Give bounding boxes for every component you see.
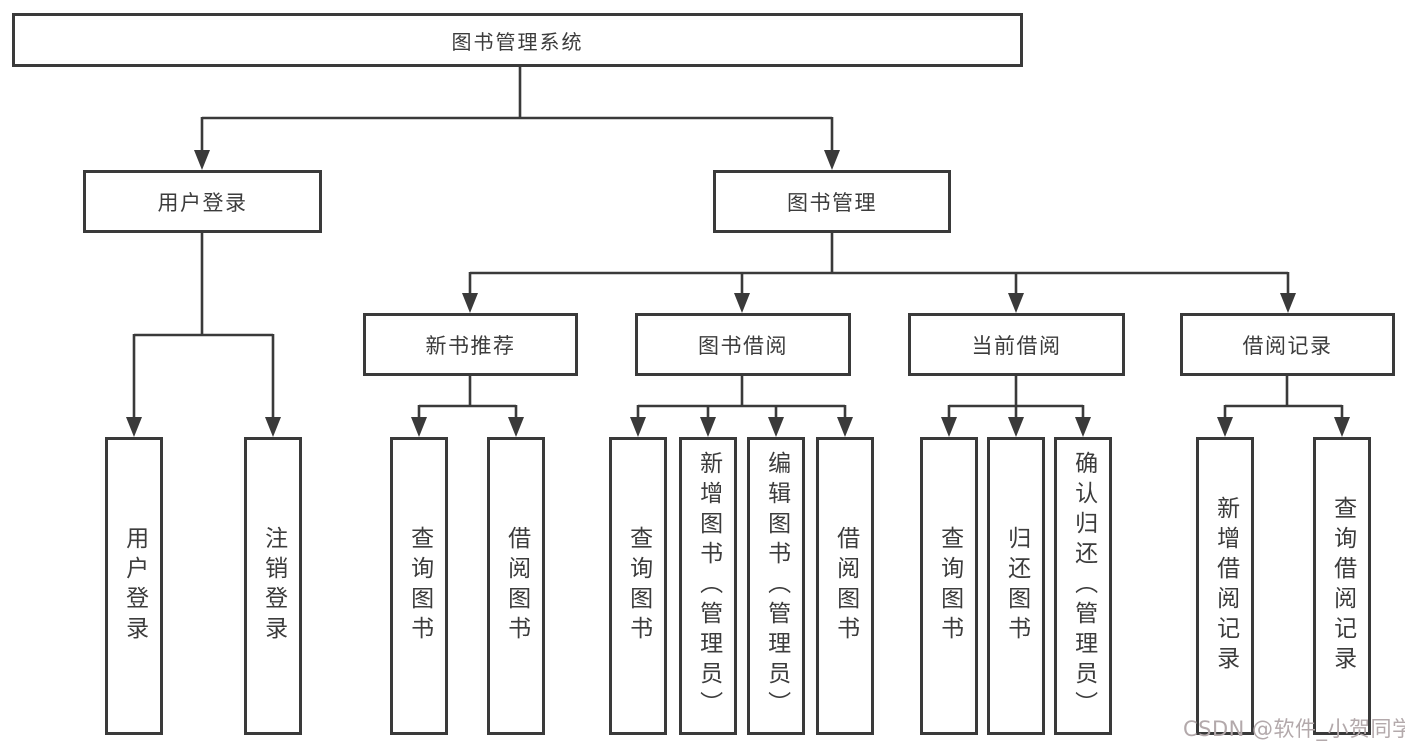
- node-book-borrow: 图书借阅: [635, 313, 851, 376]
- leaf-label: 确认归还（管理员）: [1070, 451, 1097, 721]
- leaf-label: 借阅图书: [503, 526, 530, 646]
- leaf-query-borrow-record: 查询借阅记录: [1313, 437, 1371, 735]
- connector-paths: [132, 67, 1344, 420]
- node-book-management: 图书管理: [713, 170, 951, 233]
- node-user-login: 用户登录: [83, 170, 322, 233]
- node-label: 当前借阅: [971, 333, 1062, 358]
- leaf-query-book-2: 查询图书: [609, 437, 667, 735]
- node-label: 图书管理: [787, 190, 877, 215]
- leaf-query-book-3: 查询图书: [920, 437, 978, 735]
- leaf-label: 查询借阅记录: [1329, 496, 1356, 676]
- arrowheads: [126, 150, 1350, 437]
- leaf-label: 查询图书: [625, 526, 652, 646]
- leaf-return-book: 归还图书: [987, 437, 1045, 735]
- leaf-confirm-return-admin: 确认归还（管理员）: [1054, 437, 1112, 735]
- node-borrow-record: 借阅记录: [1180, 313, 1395, 376]
- leaf-borrow-book-1: 借阅图书: [487, 437, 545, 735]
- node-current-borrow: 当前借阅: [908, 313, 1125, 376]
- leaf-logout: 注销登录: [244, 437, 302, 735]
- leaf-label: 查询图书: [406, 526, 433, 646]
- node-label: 图书管理系统: [451, 29, 584, 54]
- csdn-watermark: CSDN @软件_小贺同学: [1183, 717, 1405, 741]
- leaf-label: 编辑图书（管理员）: [763, 451, 790, 721]
- node-label: 用户登录: [157, 190, 248, 215]
- node-library-management-system: 图书管理系统: [12, 13, 1023, 67]
- node-label: 借阅记录: [1242, 333, 1333, 358]
- leaf-add-book-admin: 新增图书（管理员）: [679, 437, 737, 735]
- leaf-borrow-book-2: 借阅图书: [816, 437, 874, 735]
- leaf-label: 注销登录: [260, 526, 287, 646]
- leaf-label: 借阅图书: [832, 526, 859, 646]
- leaf-label: 新增借阅记录: [1212, 496, 1239, 676]
- leaf-query-book-1: 查询图书: [390, 437, 448, 735]
- leaf-label: 用户登录: [121, 526, 148, 646]
- leaf-label: 新增图书（管理员）: [695, 451, 722, 721]
- leaf-label: 查询图书: [936, 526, 963, 646]
- node-label: 图书借阅: [698, 333, 788, 358]
- leaf-user-login: 用户登录: [105, 437, 163, 735]
- node-label: 新书推荐: [425, 333, 516, 358]
- leaf-edit-book-admin: 编辑图书（管理员）: [747, 437, 805, 735]
- leaf-label: 归还图书: [1003, 526, 1030, 646]
- leaf-add-borrow-record: 新增借阅记录: [1196, 437, 1254, 735]
- node-new-book-recommend: 新书推荐: [363, 313, 578, 376]
